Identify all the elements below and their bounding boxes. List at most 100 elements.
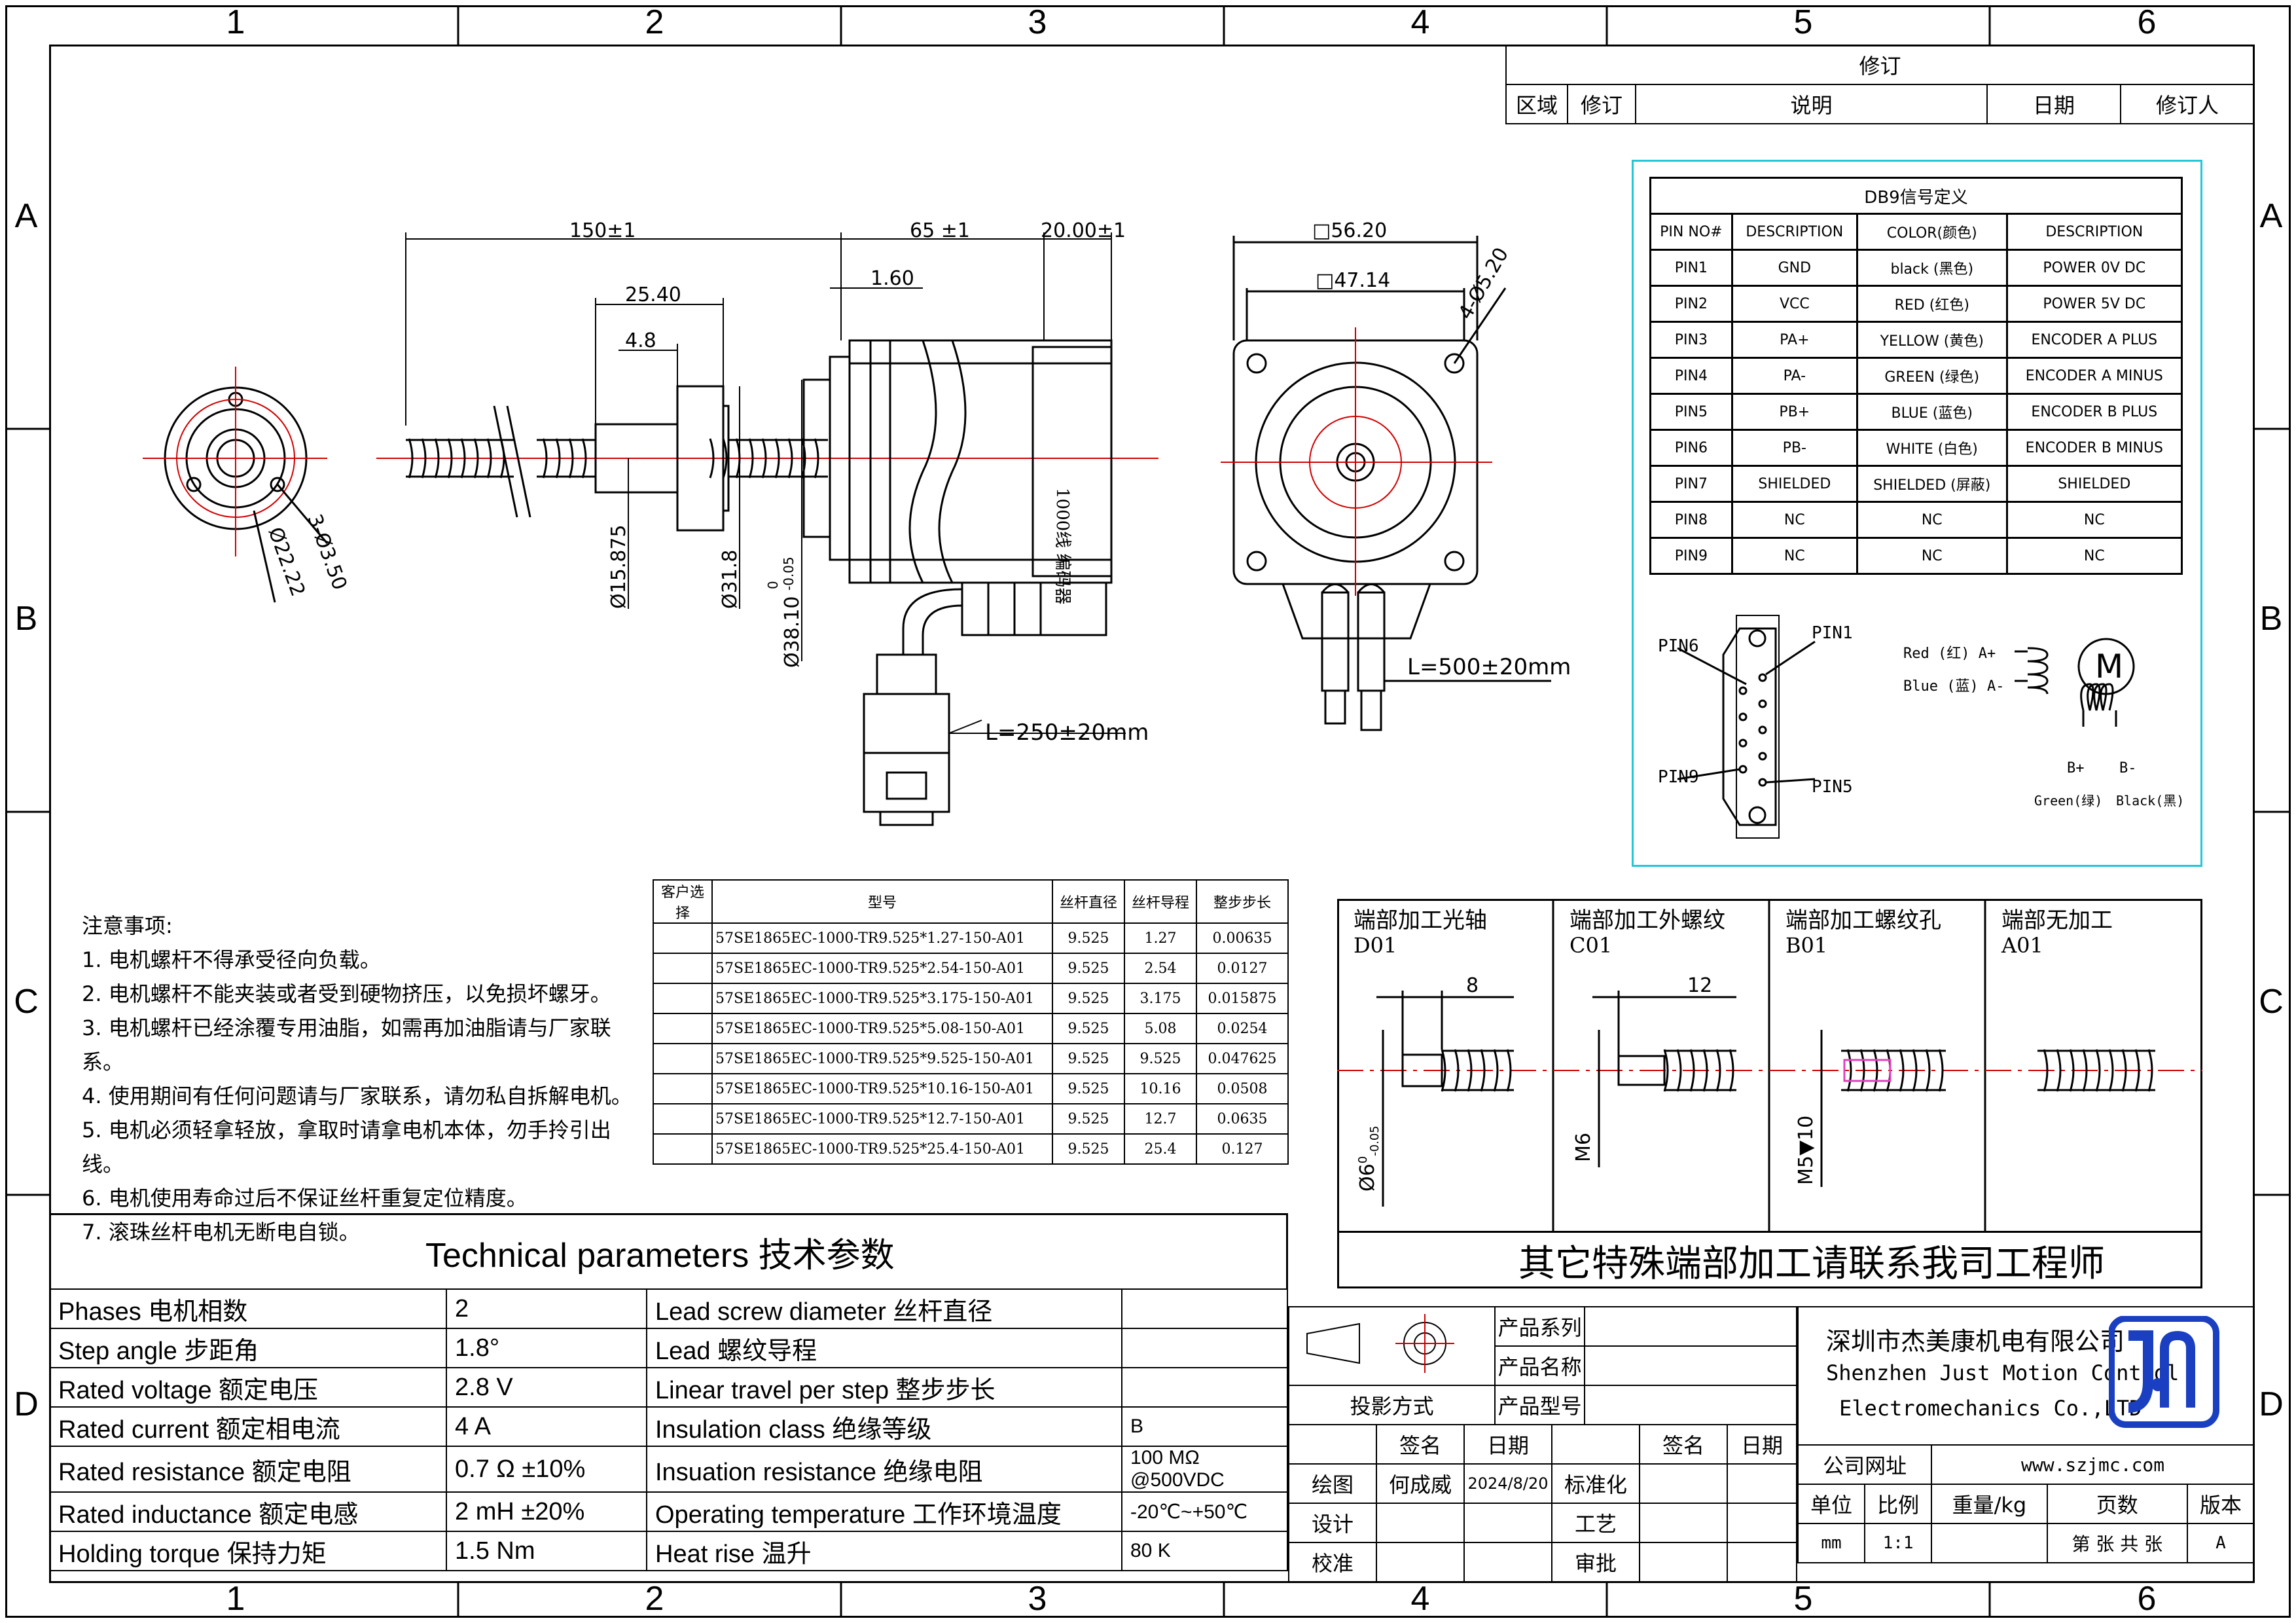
revision-col-desc: 说明 xyxy=(1635,84,1988,124)
db9-cell: POWER 0V DC xyxy=(2005,249,2183,287)
tech-cell: 1.5 Nm xyxy=(446,1531,647,1571)
zone-row-c-left: C xyxy=(14,983,39,1021)
dim-gap: 1.60 xyxy=(870,267,914,290)
note-item: 2. 电机螺杆不能夹装或者受到硬物挤压，以免损坏螺牙。 xyxy=(82,981,611,1006)
end-holes: 4-Ø5.20 xyxy=(1454,244,1513,323)
part-cell: 9.525 xyxy=(1052,922,1125,954)
db9-cell: PIN8 xyxy=(1649,501,1733,539)
tb-design-label: 设计 xyxy=(1288,1503,1377,1543)
tb-weight-label: 重量/kg xyxy=(1931,1484,2048,1524)
tb-process-date xyxy=(1727,1503,1797,1543)
note-item: 3. 电机螺杆已经涂覆专用油脂，如需再加油脂请与厂家联系。 xyxy=(82,1015,611,1074)
end-options-footer: 其它特殊端部加工请联系我司工程师 xyxy=(1518,1243,2105,1285)
db9-cell: PIN3 xyxy=(1649,321,1733,359)
tech-cell: 1.8° xyxy=(446,1328,647,1368)
tech-cell: -20℃~+50℃ xyxy=(1121,1491,1288,1532)
tb-website[interactable]: www.szjmc.com xyxy=(1931,1444,2255,1485)
part-select-checkbox[interactable] xyxy=(653,1103,713,1135)
revision-col-area: 区域 xyxy=(1505,84,1568,124)
part-select-checkbox[interactable] xyxy=(653,983,713,1014)
db9-table: DB9信号定义 PIN NO# DESCRIPTION COLOR(颜色) DE… xyxy=(1649,177,2183,575)
end-cable: L=500±20mm xyxy=(1407,654,1571,680)
part-col-lead: 丝杆导程 xyxy=(1124,879,1197,924)
part-cell: 2.54 xyxy=(1124,953,1197,984)
side-cable: L=250±20mm xyxy=(985,720,1149,746)
zone-row-c-right: C xyxy=(2259,983,2284,1021)
db9-panel xyxy=(1632,160,2202,867)
part-cell: 0.0508 xyxy=(1196,1073,1289,1104)
tb-date-header: 日期 xyxy=(1463,1424,1552,1465)
tb-draw-date: 2024/8/20 xyxy=(1463,1463,1552,1504)
part-cell: 3.175 xyxy=(1124,983,1197,1014)
dim-total: 150±1 xyxy=(569,219,636,242)
revision-col-date: 日期 xyxy=(1986,84,2121,124)
db9-cell: black (黑色) xyxy=(1856,249,2008,287)
zone-col-5-top: 5 xyxy=(1793,3,1813,41)
tech-cell: Step angle 步距角 xyxy=(49,1328,447,1368)
side-dims xyxy=(405,232,1126,734)
zone-col-3-top: 3 xyxy=(1028,3,1047,41)
part-select-checkbox[interactable] xyxy=(653,922,713,954)
end-option-b01-title: 端部加工螺纹孔 xyxy=(1785,907,1941,934)
zone-col-6-top: 6 xyxy=(2137,3,2157,41)
db9-cell: PIN1 xyxy=(1649,249,1733,287)
tech-cell: 2 xyxy=(446,1288,647,1329)
tb-version-label: 版本 xyxy=(2186,1484,2255,1524)
company-name-en2: Electromechanics Co.,LTD xyxy=(1839,1396,2142,1421)
lead-screw-right xyxy=(709,438,828,479)
part-cell: 9.525 xyxy=(1052,983,1125,1014)
db9-cell: GREEN (绿色) xyxy=(1856,357,2008,395)
dia-nut: Ø31.8 xyxy=(719,550,742,609)
tech-cell: Operating temperature 工作环境温度 xyxy=(646,1491,1122,1532)
end-options-footer-box xyxy=(1337,1231,2202,1288)
db9-pin6: PIN6 xyxy=(1658,636,1699,656)
tb-standard-sign xyxy=(1639,1463,1728,1504)
revision-col-rev: 修订 xyxy=(1567,84,1636,124)
revision-table: 修订 区域 修订 说明 日期 修订人 xyxy=(1505,45,2255,124)
part-select-checkbox[interactable] xyxy=(653,1013,713,1044)
note-item: 1. 电机螺杆不得承受径向负载。 xyxy=(82,947,381,972)
part-cell: 25.4 xyxy=(1124,1133,1197,1165)
zone-col-6-bottom: 6 xyxy=(2137,1580,2157,1618)
tech-cell: 80 K xyxy=(1121,1531,1288,1571)
part-select-checkbox[interactable] xyxy=(653,953,713,984)
db9-cell: PIN5 xyxy=(1649,393,1733,431)
drawing-frame xyxy=(49,45,2255,1583)
part-col-dia: 丝杆直径 xyxy=(1052,879,1125,924)
tb-check-sign xyxy=(1376,1542,1465,1582)
tech-title: Technical parameters 技术参数 xyxy=(425,1237,895,1275)
part-cell: 0.047625 xyxy=(1196,1043,1289,1074)
db9-cell: PB+ xyxy=(1731,393,1858,431)
tech-cell: Lead 螺纹导程 xyxy=(646,1328,1122,1368)
note-item: 4. 使用期间有任何问题请与厂家联系，请勿私自拆解电机。 xyxy=(82,1084,632,1108)
tb-model-value xyxy=(1584,1385,1797,1425)
tb-model-label: 产品型号 xyxy=(1494,1385,1585,1425)
zone-row-a-left: A xyxy=(14,197,38,235)
tech-cell: Lead screw diameter 丝杆直径 xyxy=(646,1288,1122,1329)
zone-row-b-left: B xyxy=(14,600,38,638)
tb-design-sign xyxy=(1376,1503,1465,1543)
db9-cell: PB- xyxy=(1731,429,1858,467)
db9-cell: NC xyxy=(1856,537,2008,575)
part-select-checkbox[interactable] xyxy=(653,1073,713,1104)
db9-cell: SHIELDED xyxy=(1731,465,1858,503)
zone-col-4-bottom: 4 xyxy=(1410,1580,1430,1618)
db9-cell: ENCODER B PLUS xyxy=(2005,393,2183,431)
part-select-checkbox[interactable] xyxy=(653,1043,713,1074)
part-select-checkbox[interactable] xyxy=(653,1133,713,1165)
db9-cell: PIN7 xyxy=(1649,465,1733,503)
zone-col-2-top: 2 xyxy=(645,3,664,41)
db9-cell: ENCODER A PLUS xyxy=(2005,321,2183,359)
tb-unit-value: mm xyxy=(1797,1523,1866,1563)
notes-block: 注意事项: 1. 电机螺杆不得承受径向负载。2. 电机螺杆不能夹装或者受到硬物挤… xyxy=(82,909,645,1249)
end-option-b01-code: B01 xyxy=(1785,933,1828,958)
end-option-d01-dia-value: Ø6 xyxy=(1356,1163,1379,1192)
db9-cell: SHIELDED (屏蔽) xyxy=(1856,465,2008,503)
